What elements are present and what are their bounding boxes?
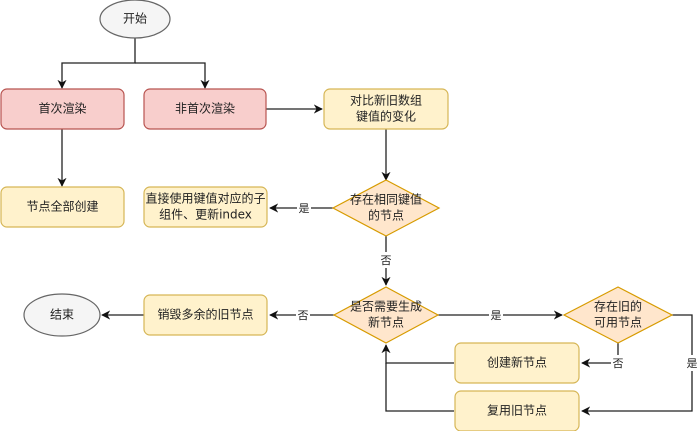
edge-label-same-key-yes: 是 bbox=[299, 202, 310, 215]
create-all-node-label: 节点全部创建 bbox=[26, 199, 98, 214]
destroy-old-node: 销毁多余的旧节点 bbox=[143, 294, 268, 336]
same-key-exists-decision-label: 存在相同键值 bbox=[350, 192, 422, 207]
first-render-node-label: 首次渲染 bbox=[38, 101, 86, 116]
create-new-node-shape bbox=[454, 342, 580, 384]
destroy-old-node-shape bbox=[143, 294, 268, 336]
non-first-render-node-shape bbox=[143, 88, 267, 130]
need-new-node-decision-label: 是否需要生成 bbox=[350, 300, 422, 314]
reuse-old-node: 复用旧节点 bbox=[454, 390, 580, 431]
first-render-node: 首次渲染 bbox=[0, 88, 125, 130]
edge-reuse-old-back bbox=[385, 363, 454, 412]
edge-label-same-key-no: 否 bbox=[381, 254, 392, 267]
same-key-exists-decision-label: 的节点 bbox=[368, 208, 404, 223]
create-all-node: 节点全部创建 bbox=[0, 186, 125, 228]
reuse-old-node-label: 复用旧节点 bbox=[487, 404, 547, 418]
edge-label-old-available-yes: 是 bbox=[687, 357, 698, 370]
reuse-by-key-node-label: 直接使用键值对应的子 bbox=[145, 191, 265, 206]
compare-keys-node-shape bbox=[323, 88, 449, 130]
create-all-node-shape bbox=[0, 186, 125, 228]
non-first-render-node-label: 非首次渲染 bbox=[175, 101, 235, 116]
compare-keys-node-label: 键值的变化 bbox=[356, 109, 416, 124]
edge-start-non-first bbox=[135, 62, 210, 89]
destroy-old-node-label: 销毁多余的旧节点 bbox=[157, 307, 253, 322]
end-node-label: 结束 bbox=[50, 308, 74, 322]
same-key-exists-decision-shape bbox=[331, 179, 441, 237]
reuse-old-node-shape bbox=[454, 390, 580, 431]
edge-start-split bbox=[57, 38, 136, 89]
edge-label-need-new-no: 否 bbox=[298, 309, 309, 322]
edge-create-new-back bbox=[381, 344, 454, 364]
start-node: 开始 bbox=[99, 0, 171, 39]
old-available-decision-shape bbox=[562, 286, 674, 344]
compare-keys-node-label: 对比新旧数组 bbox=[350, 93, 422, 108]
first-render-node-shape bbox=[0, 88, 125, 130]
end-node: 结束 bbox=[23, 293, 101, 337]
old-available-decision-label: 可用节点 bbox=[594, 316, 642, 330]
reuse-by-key-node-shape bbox=[143, 186, 268, 228]
start-node-shape bbox=[99, 0, 171, 39]
need-new-node-decision-shape bbox=[332, 286, 440, 344]
non-first-render-node: 非首次渲染 bbox=[143, 88, 267, 130]
old-available-decision-label: 存在旧的 bbox=[594, 299, 642, 314]
need-new-node-decision-label: 新节点 bbox=[368, 315, 404, 330]
start-node-label: 开始 bbox=[123, 12, 147, 26]
end-node-shape bbox=[23, 293, 101, 337]
create-new-node-label: 创建新节点 bbox=[487, 355, 547, 370]
create-new-node: 创建新节点 bbox=[454, 342, 580, 384]
edge-label-old-available-no: 否 bbox=[613, 357, 624, 370]
edge-label-need-new-yes: 是 bbox=[491, 309, 502, 322]
reuse-by-key-node-label: 组件、更新index bbox=[159, 207, 252, 222]
